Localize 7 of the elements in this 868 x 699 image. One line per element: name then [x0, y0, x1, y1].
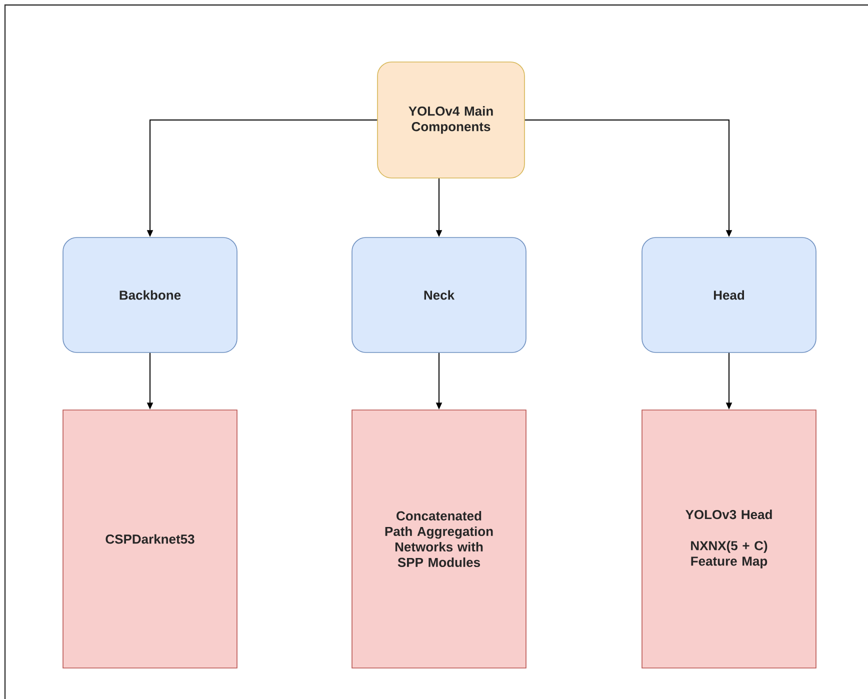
root-box: YOLOv4 Main Components — [377, 62, 525, 178]
component-box: Backbone — [62, 237, 238, 353]
component-box: Head — [642, 237, 816, 353]
detail-box: Concatenated Path Aggregation Networks with SPP Modules — [352, 410, 526, 668]
detail-box: CSPDarknet53 — [62, 410, 238, 668]
detail-box: YOLOv3 Head NXNX(5 + C) Feature Map — [642, 410, 816, 668]
component-box: Neck — [352, 237, 526, 353]
